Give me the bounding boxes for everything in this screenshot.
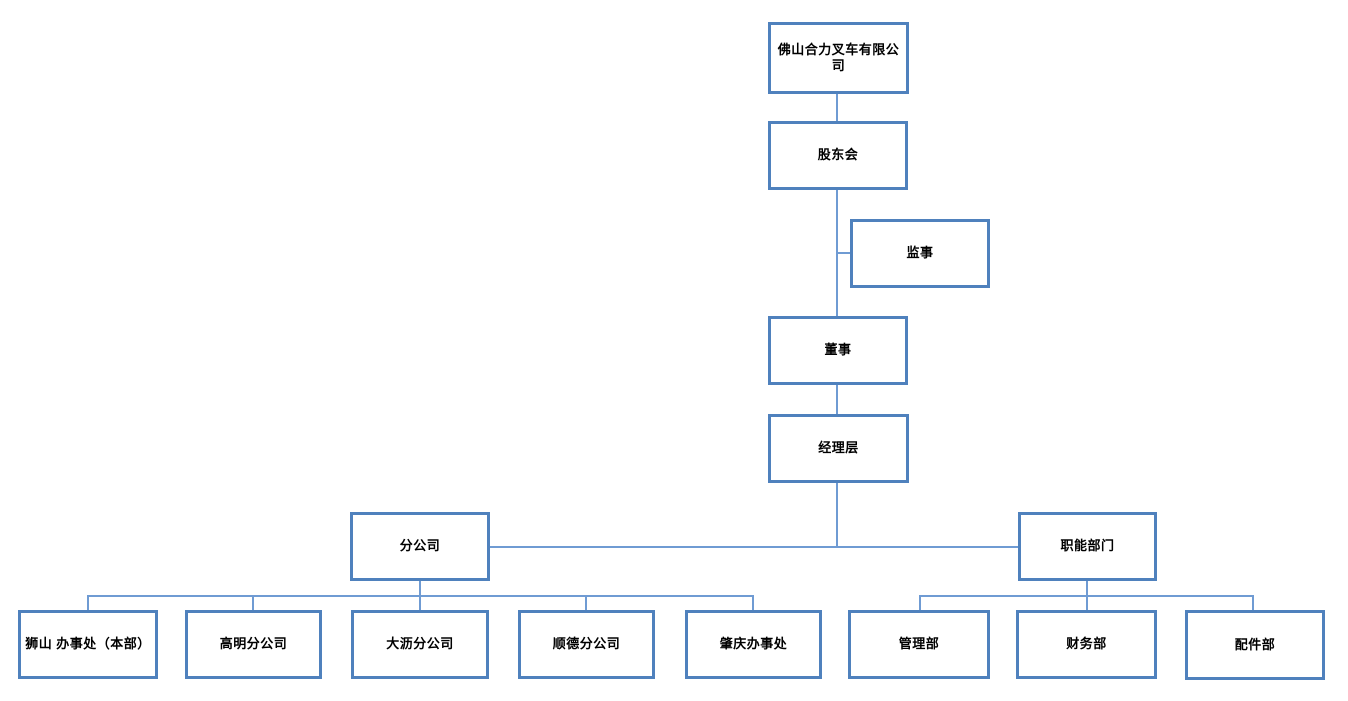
org-node-branch-gaoming: 高明分公司 (185, 610, 322, 679)
org-node-dept-management: 管理部 (848, 610, 990, 679)
org-node-dept-finance: 财务部 (1016, 610, 1157, 679)
connector-director-management (836, 385, 838, 414)
org-node-branch-shishan: 狮山 办事处（本部） (18, 610, 158, 679)
connector-company-shareholders (836, 94, 838, 121)
org-node-branch-shunde: 顺德分公司 (518, 610, 655, 679)
org-node-company: 佛山合力叉车有限公司 (768, 22, 909, 94)
org-node-supervisor: 监事 (850, 219, 990, 288)
org-node-branch-dali: 大沥分公司 (351, 610, 489, 679)
connector-drop-shishan (87, 595, 89, 610)
org-node-management: 经理层 (768, 414, 909, 483)
org-node-director: 董事 (768, 316, 908, 385)
connector-drop-dali (419, 595, 421, 610)
connector-drop-shunde (585, 595, 587, 610)
org-node-branch-zhaoqing: 肇庆办事处 (685, 610, 822, 679)
org-node-functional: 职能部门 (1018, 512, 1157, 581)
connector-drop-dept-management (919, 595, 921, 610)
connector-drop-zhaoqing (752, 595, 754, 610)
org-node-dept-parts: 配件部 (1185, 610, 1325, 680)
connector-drop-gaoming (252, 595, 254, 610)
connector-management-downstem (836, 483, 838, 547)
connector-crossbar-branches-functional (490, 546, 1018, 548)
connector-drop-dept-parts (1252, 595, 1254, 610)
org-node-branches: 分公司 (350, 512, 490, 581)
connector-functional-downstem (1086, 581, 1088, 596)
connector-stub-supervisor (837, 252, 850, 254)
connector-branches-downstem (419, 581, 421, 596)
connector-drop-dept-finance (1086, 595, 1088, 610)
org-node-shareholders: 股东会 (768, 121, 908, 190)
